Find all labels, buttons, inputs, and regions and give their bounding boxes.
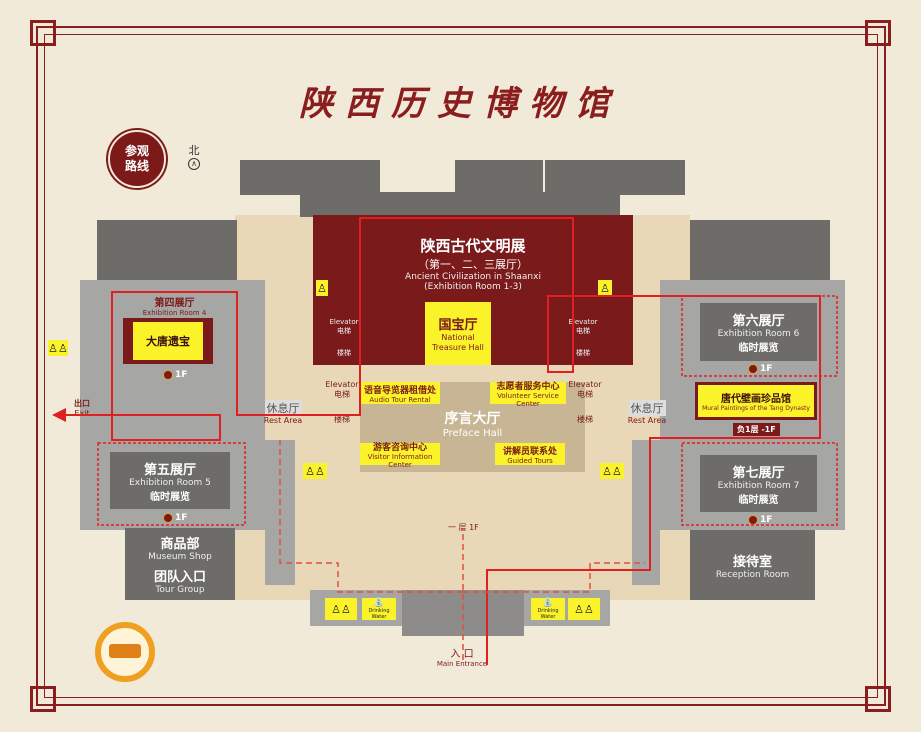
room5[interactable]: 第五展厅 Exhibition Room 5 临时展览	[110, 452, 230, 509]
restroom-icon: ♙♙	[600, 463, 624, 479]
restroom-icon: ♙♙	[303, 463, 327, 479]
tap-icon: ⛲	[373, 598, 385, 608]
room4-label: 第四展厅 Exhibition Room 4	[142, 297, 207, 317]
room6-route-outline	[681, 295, 838, 377]
floor-icon	[163, 513, 173, 523]
room6[interactable]: 第六展厅 Exhibition Room 6 临时展览	[700, 303, 817, 361]
east-corridor	[632, 440, 660, 585]
corner-ornament	[865, 20, 891, 46]
drinking-water: ⛲Drinking Water	[362, 598, 396, 620]
room4-floor: 1F	[163, 370, 187, 380]
restroom-icon: ♙♙	[48, 340, 68, 356]
north-label: 北	[188, 144, 200, 157]
route-badge: 参观路线	[108, 130, 166, 188]
north-block	[545, 160, 685, 195]
north-block	[300, 192, 620, 217]
museum-shop[interactable]: 商品部 Museum Shop 团队入口 Tour Group	[125, 528, 235, 600]
drinking-water: ⛲Drinking Water	[531, 598, 565, 620]
reception-room[interactable]: 接待室 Reception Room	[690, 530, 815, 600]
restroom-icon: ♙♙	[568, 598, 600, 620]
national-treasure-hall[interactable]: 国宝厅 National Treasure Hall	[425, 302, 491, 365]
preface-hall-label: 序言大厅 Preface Hall	[442, 411, 503, 439]
room7[interactable]: 第七展厅 Exhibition Room 7 临时展览	[700, 455, 817, 512]
first-floor-route	[279, 440, 645, 660]
room4-highlight-box[interactable]: 大唐遗宝	[123, 318, 213, 364]
room7-route-outline	[681, 442, 838, 526]
map-border	[36, 26, 886, 706]
exit-arrow-icon	[52, 408, 66, 422]
corner-ornament	[30, 686, 56, 712]
floor-icon	[163, 370, 173, 380]
tang-treasures: 大唐遗宝	[133, 322, 203, 360]
north-block	[240, 160, 380, 195]
mural-hall[interactable]: 唐代壁画珍品馆 Mural Paintings of the Tang Dyna…	[695, 382, 817, 420]
floor-icon	[748, 364, 758, 374]
room5-route-outline	[97, 442, 246, 526]
north-indicator: 北 ∧	[186, 142, 202, 170]
west-wing-top	[97, 220, 237, 280]
restroom-icon: ♙	[316, 280, 328, 296]
museum-title: 陕西历史博物馆	[299, 84, 621, 124]
corner-ornament	[865, 686, 891, 712]
east-wing-top	[690, 220, 830, 280]
mural-floor: 负1层 -1F	[733, 423, 780, 436]
tap-icon: ⛲	[542, 598, 554, 608]
map-border-inner	[44, 34, 878, 698]
north-arrow-icon: ∧	[188, 158, 200, 170]
route-line	[75, 217, 821, 665]
room6-floor: 1F	[748, 364, 772, 374]
room5-floor: 1F	[163, 513, 187, 523]
restroom-icon: ♙♙	[325, 598, 357, 620]
corner-ornament	[30, 20, 56, 46]
floor-marker: 一 层 1F	[448, 523, 479, 532]
bus-logo-icon	[95, 622, 155, 682]
restroom-icon: ♙	[598, 280, 612, 296]
